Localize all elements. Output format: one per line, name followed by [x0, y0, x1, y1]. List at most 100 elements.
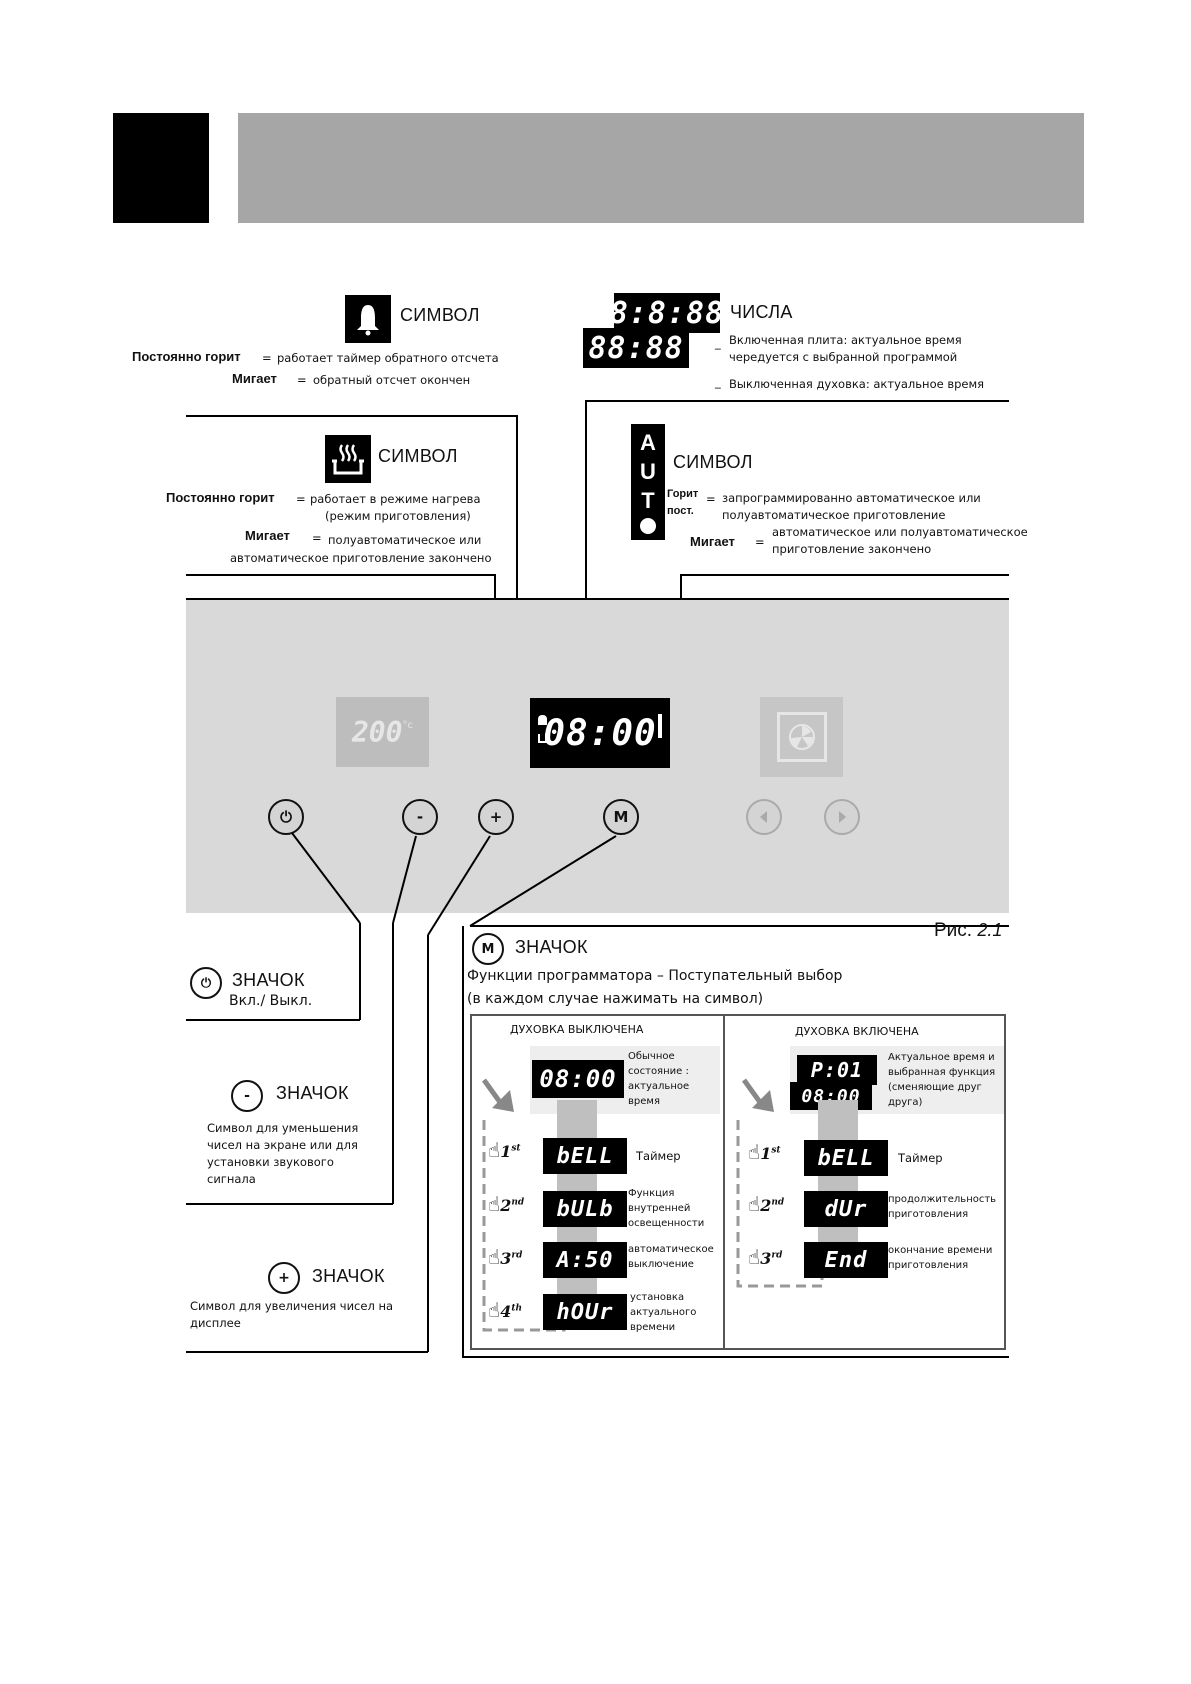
oven-on-return-path [736, 1078, 824, 1288]
oven-on-start-text-1: Актуальное время и [888, 1052, 995, 1063]
plus-icon: + [268, 1262, 300, 1294]
heat-row1-eq: = [296, 492, 306, 506]
heat-row2-text-b: автоматическое приготовление закончено [230, 551, 492, 565]
menu-icon: M [472, 933, 504, 965]
clock-heat-mini-icon [538, 734, 547, 743]
step-suffix: nd [511, 1197, 525, 1208]
oven-off-start-text-4: время [628, 1096, 660, 1107]
oven-on-start-lcd-top: P:01 [797, 1055, 877, 1085]
auto-dot-icon [640, 517, 656, 534]
step-num: 2 [760, 1196, 772, 1215]
oven-on-step-2: ☝2nd [748, 1192, 784, 1216]
step-suffix: st [771, 1145, 781, 1156]
numbers-lcd-bottom: 88:88 [583, 328, 689, 368]
temp-display: 200 °c [336, 697, 429, 767]
figure-prefix: Рис. [934, 920, 973, 941]
plus-button[interactable]: + [478, 799, 514, 835]
plus-line2: дисплее [190, 1316, 241, 1330]
auto-row1-label-b: пост. [667, 505, 694, 517]
minus-icon-title: ЗНАЧОК [276, 1083, 349, 1103]
clock-auto-mini-icon [658, 714, 662, 738]
numbers-dash2: _ [715, 375, 721, 389]
oven-off-step-2-text-1: Функция [628, 1188, 675, 1199]
right-arrow-button[interactable] [824, 799, 860, 835]
numbers-lcd-top: 8:8:88 [610, 293, 723, 333]
left-arrow-button[interactable] [746, 799, 782, 835]
step-num: 2 [500, 1196, 512, 1215]
auto-row1-text-a: запрограммированно автоматическое или [722, 491, 981, 505]
oven-on-step-3-text-2: приготовления [888, 1260, 969, 1271]
oven-off-step-3-text-2: выключение [628, 1259, 694, 1270]
temp-unit: °c [402, 719, 414, 731]
heat-symbol-title: СИМВОЛ [378, 446, 458, 466]
step-num: 3 [760, 1249, 772, 1268]
clock-display: 08:00 [530, 698, 670, 768]
menu-button[interactable]: M [603, 799, 639, 835]
oven-off-step-4-text-1: установка [630, 1292, 685, 1303]
finger-icon: ☝ [488, 1192, 501, 1216]
finger-icon: ☝ [748, 1245, 761, 1269]
oven-on-step-2-text-2: приготовления [888, 1209, 969, 1220]
power-icon-title: ЗНАЧОК [232, 970, 305, 990]
plus-line1: Символ для увеличения чисел на [190, 1299, 394, 1313]
oven-mode-display [760, 697, 843, 777]
oven-off-step-3-text-1: автоматическое [628, 1244, 714, 1255]
minus-icon: - [231, 1080, 263, 1112]
numbers-line2: чередуется с выбранной программой [729, 350, 958, 364]
oven-off-return-path [481, 1078, 566, 1332]
step-suffix: nd [771, 1197, 785, 1208]
oven-off-step-4-text-3: времени [630, 1322, 676, 1333]
programmer-table-divider [723, 1014, 725, 1350]
auto-letter-u: U [640, 458, 656, 484]
auto-row1-text-b: полуавтоматическое приготовление [722, 508, 946, 522]
oven-on-start-text-3: (сменяющие друг [888, 1082, 982, 1093]
oven-on-start-text-2: выбранная функция [888, 1067, 996, 1078]
finger-icon: ☝ [488, 1245, 501, 1269]
step-suffix: rd [511, 1250, 523, 1261]
power-button[interactable]: ⏻ [268, 799, 304, 835]
numbers-line3: Выключенная духовка: актуальное время [729, 377, 985, 391]
plus-icon-title: ЗНАЧОК [312, 1266, 385, 1286]
figure-label: Рис. 2.1 [934, 920, 1002, 942]
step-num: 1 [760, 1144, 772, 1163]
step-suffix: rd [771, 1250, 783, 1261]
finger-icon: ☝ [748, 1192, 761, 1216]
oven-on-start-text-4: друга) [888, 1097, 923, 1108]
programmer-table [470, 1014, 1006, 1350]
minus-line3: установки звукового [207, 1155, 334, 1169]
heat-symbol-icon [325, 435, 371, 483]
oven-off-step-2-lcd: bULb [543, 1191, 627, 1227]
oven-off-step-2: ☝2nd [488, 1192, 524, 1216]
bell-row1-text: работает таймер обратного отсчета [277, 351, 499, 365]
numbers-line1: Включенная плита: актуальное время [729, 333, 962, 347]
minus-button[interactable]: - [402, 799, 438, 835]
clock-value: 08:00 [543, 712, 657, 754]
bell-leader-h [186, 415, 517, 417]
oven-on-step-3-text-1: окончание времени [888, 1245, 993, 1256]
bell-row2-text: обратный отсчет окончен [313, 373, 471, 387]
minus-line2: чисел на экране или для [207, 1138, 358, 1152]
oven-off-step-1-lcd: bELL [543, 1138, 627, 1174]
step-num: 1 [500, 1142, 512, 1161]
oven-on-step-3-lcd: End [804, 1242, 888, 1278]
step-suffix: th [511, 1303, 523, 1314]
numbers-title: ЧИСЛА [730, 302, 793, 322]
numbers-leader-v [585, 400, 587, 700]
step-num: 3 [500, 1249, 512, 1268]
bell-symbol-icon [345, 295, 391, 343]
auto-row2-label: Мигает [690, 534, 735, 549]
auto-row2-text-b: приготовление закончено [772, 542, 932, 556]
oven-on-step-2-text-1: продолжительность [888, 1194, 997, 1205]
oven-off-heading: ДУХОВКА ВЫКЛЮЧЕНА [510, 1023, 644, 1036]
oven-off-step-2-text-3: освещенности [628, 1218, 705, 1229]
minus-line4: сигнала [207, 1172, 256, 1186]
auto-row1-eq: = [706, 492, 716, 506]
oven-off-step-4-lcd: hOUr [543, 1294, 627, 1330]
menu-subtitle1: Функции программатора – Поступательный в… [467, 968, 843, 984]
oven-off-step-1: ☝1st [488, 1138, 521, 1162]
bell-row1-label: Постоянно горит [132, 349, 241, 364]
bell-symbol-title: СИМВОЛ [400, 305, 480, 325]
numbers-dash1: _ [715, 336, 721, 350]
auto-leader-h [680, 574, 1009, 576]
